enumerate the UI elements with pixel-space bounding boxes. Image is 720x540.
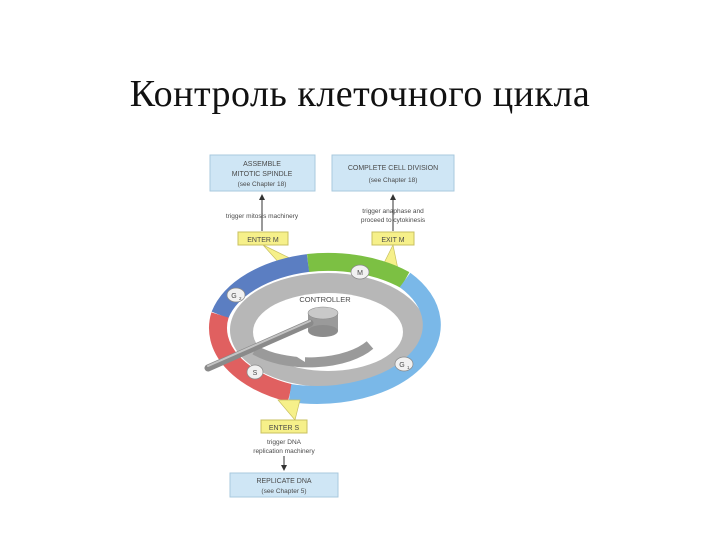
enter-s-checkpoint: ENTER S	[260, 419, 308, 434]
enter-m-checkpoint: ENTER M	[237, 231, 289, 246]
exit-m-checkpoint: EXIT M	[371, 231, 415, 246]
trigger-dna-line2: replication machinery	[253, 448, 315, 455]
replicate-line2: (see Chapter 5)	[261, 488, 306, 495]
cell-cycle-diagram: ASSEMBLE MITOTIC SPINDLE (see Chapter 18…	[200, 145, 460, 505]
enter-s-pointer	[277, 399, 301, 421]
g2-phase-badge: G 2	[226, 287, 246, 303]
controller-label: CONTROLLER	[299, 295, 351, 304]
replicate-dna-box: REPLICATE DNA (see Chapter 5)	[229, 472, 339, 498]
g2-phase-label: G	[231, 293, 236, 300]
replicate-line1: REPLICATE DNA	[256, 478, 311, 485]
controller-hand	[204, 319, 314, 372]
g1-phase-segment	[288, 272, 441, 404]
g1-phase-subscript: 1	[407, 365, 410, 370]
assemble-line3: (see Chapter 18)	[238, 181, 287, 188]
assemble-line2: MITOTIC SPINDLE	[232, 171, 293, 178]
controller-knob	[307, 306, 339, 337]
g1-phase-badge: G 1	[394, 356, 414, 372]
assemble-line1: ASSEMBLE	[243, 161, 281, 168]
s-phase-label: S	[253, 370, 258, 377]
exit-m-label: EXIT M	[381, 237, 404, 244]
complete-line1: COMPLETE CELL DIVISION	[348, 165, 438, 172]
g1-phase-label: G	[399, 362, 404, 369]
cycle-direction-arrow	[252, 341, 374, 368]
s-phase-badge: S	[246, 364, 264, 380]
enter-s-label: ENTER S	[269, 425, 300, 432]
cycle-arrow-head	[286, 338, 305, 362]
trigger-dna-line1: trigger DNA	[267, 439, 302, 446]
complete-division-box: COMPLETE CELL DIVISION (see Chapter 18)	[331, 154, 455, 192]
assemble-spindle-box: ASSEMBLE MITOTIC SPINDLE (see Chapter 18…	[209, 154, 316, 192]
complete-line2: (see Chapter 18)	[369, 177, 418, 184]
slide-title: Контроль клеточного цикла	[129, 73, 591, 115]
g2-phase-segment	[211, 254, 310, 319]
g2-phase-subscript: 2	[239, 296, 242, 301]
m-phase-label: M	[357, 270, 363, 277]
s-phase-segment	[209, 312, 293, 402]
enter-m-label: ENTER M	[247, 237, 279, 244]
m-phase-badge: M	[350, 264, 370, 280]
